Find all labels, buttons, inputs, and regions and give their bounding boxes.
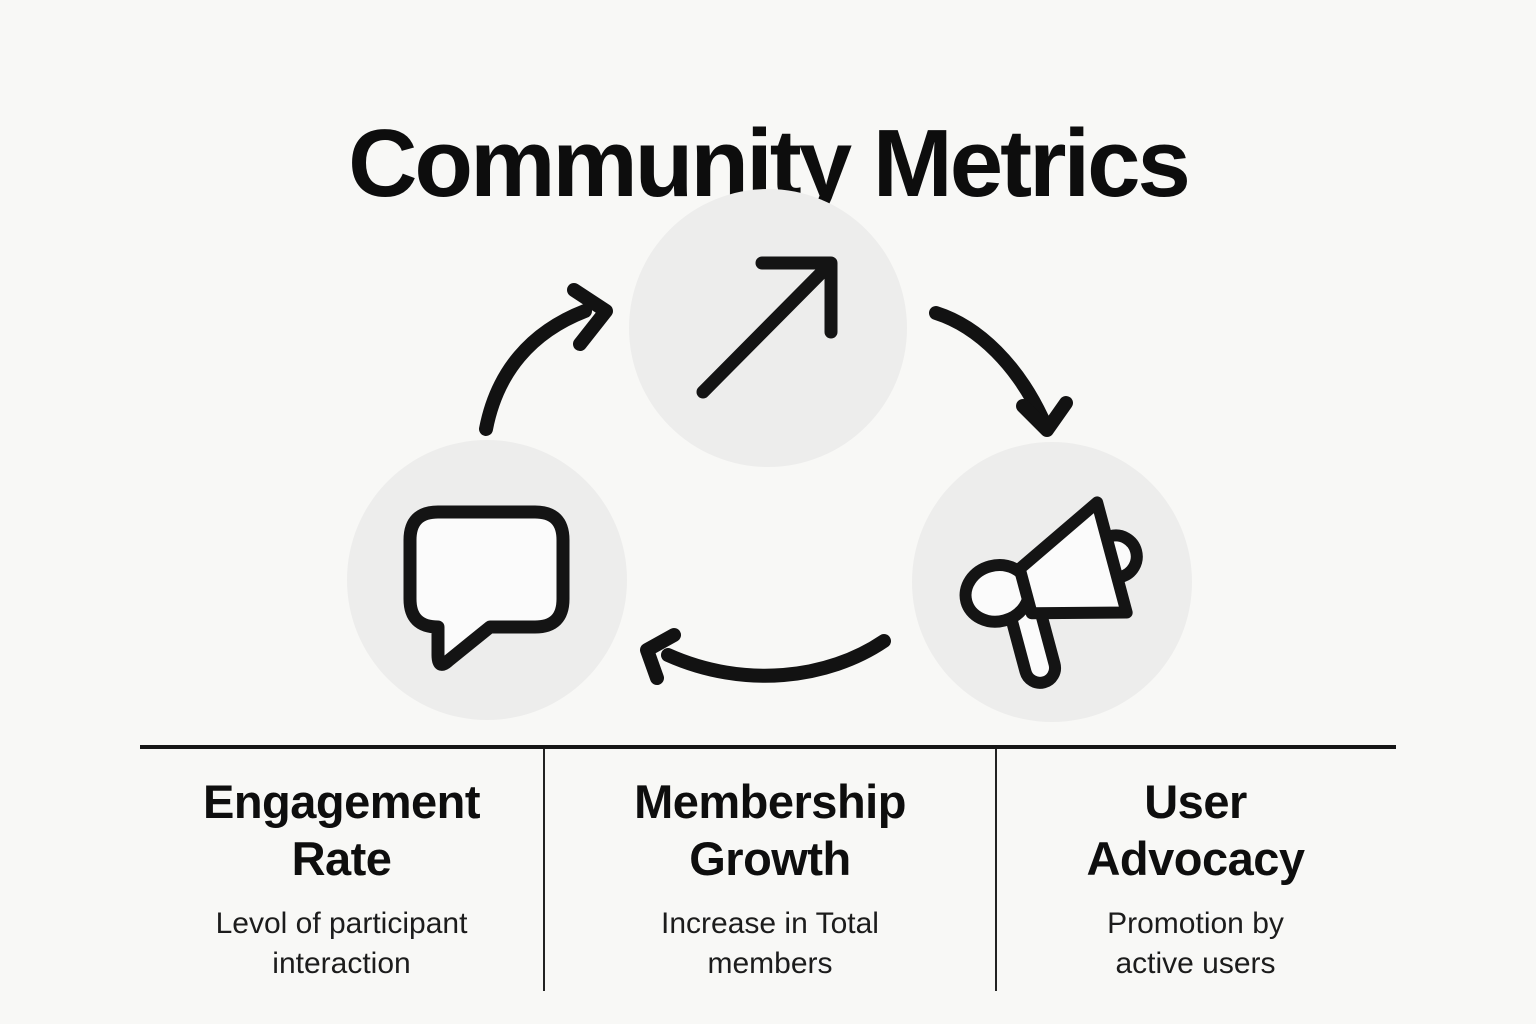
arrow-growth-to-advocacy: [929, 306, 1073, 437]
metric-desc-line: members: [707, 947, 833, 980]
chat-bubble-icon: [403, 505, 570, 671]
arrow-engagement-to-growth: [479, 283, 613, 436]
metric-title-line: Membership: [634, 775, 906, 828]
metric-user-advocacy: User Advocacy Promotion by active users: [997, 749, 1394, 991]
metric-title: Engagement Rate: [140, 773, 543, 887]
metric-title: User Advocacy: [997, 773, 1394, 887]
megaphone-icon: [959, 496, 1143, 689]
metric-membership-growth: Membership Growth Increase in Total memb…: [543, 749, 997, 991]
metric-description: Levol of participant interaction: [140, 904, 543, 984]
megaphone-cone: [1013, 496, 1133, 620]
metrics-table: Engagement Rate Levol of participant int…: [140, 745, 1396, 991]
metric-title-line: Rate: [291, 832, 392, 885]
metric-title-line: Growth: [689, 832, 851, 885]
metric-title-line: Advocacy: [1086, 832, 1305, 885]
metric-description: Promotion by active users: [997, 904, 1394, 984]
metric-desc-line: interaction: [272, 947, 411, 980]
arrow-advocacy-to-engagement: [640, 628, 891, 685]
trending-up-arrow-icon: [696, 256, 838, 399]
metric-desc-line: Promotion by: [1107, 907, 1284, 940]
metric-title-line: User: [1144, 775, 1247, 828]
metric-engagement-rate: Engagement Rate Levol of participant int…: [140, 749, 543, 991]
metric-description: Increase in Total members: [545, 904, 995, 984]
metric-desc-line: Increase in Total: [661, 907, 879, 940]
metric-title-line: Engagement: [202, 775, 481, 828]
metric-desc-line: active users: [1115, 947, 1276, 980]
metric-title: Membership Growth: [545, 773, 995, 887]
metric-desc-line: Levol of participant: [215, 907, 468, 940]
